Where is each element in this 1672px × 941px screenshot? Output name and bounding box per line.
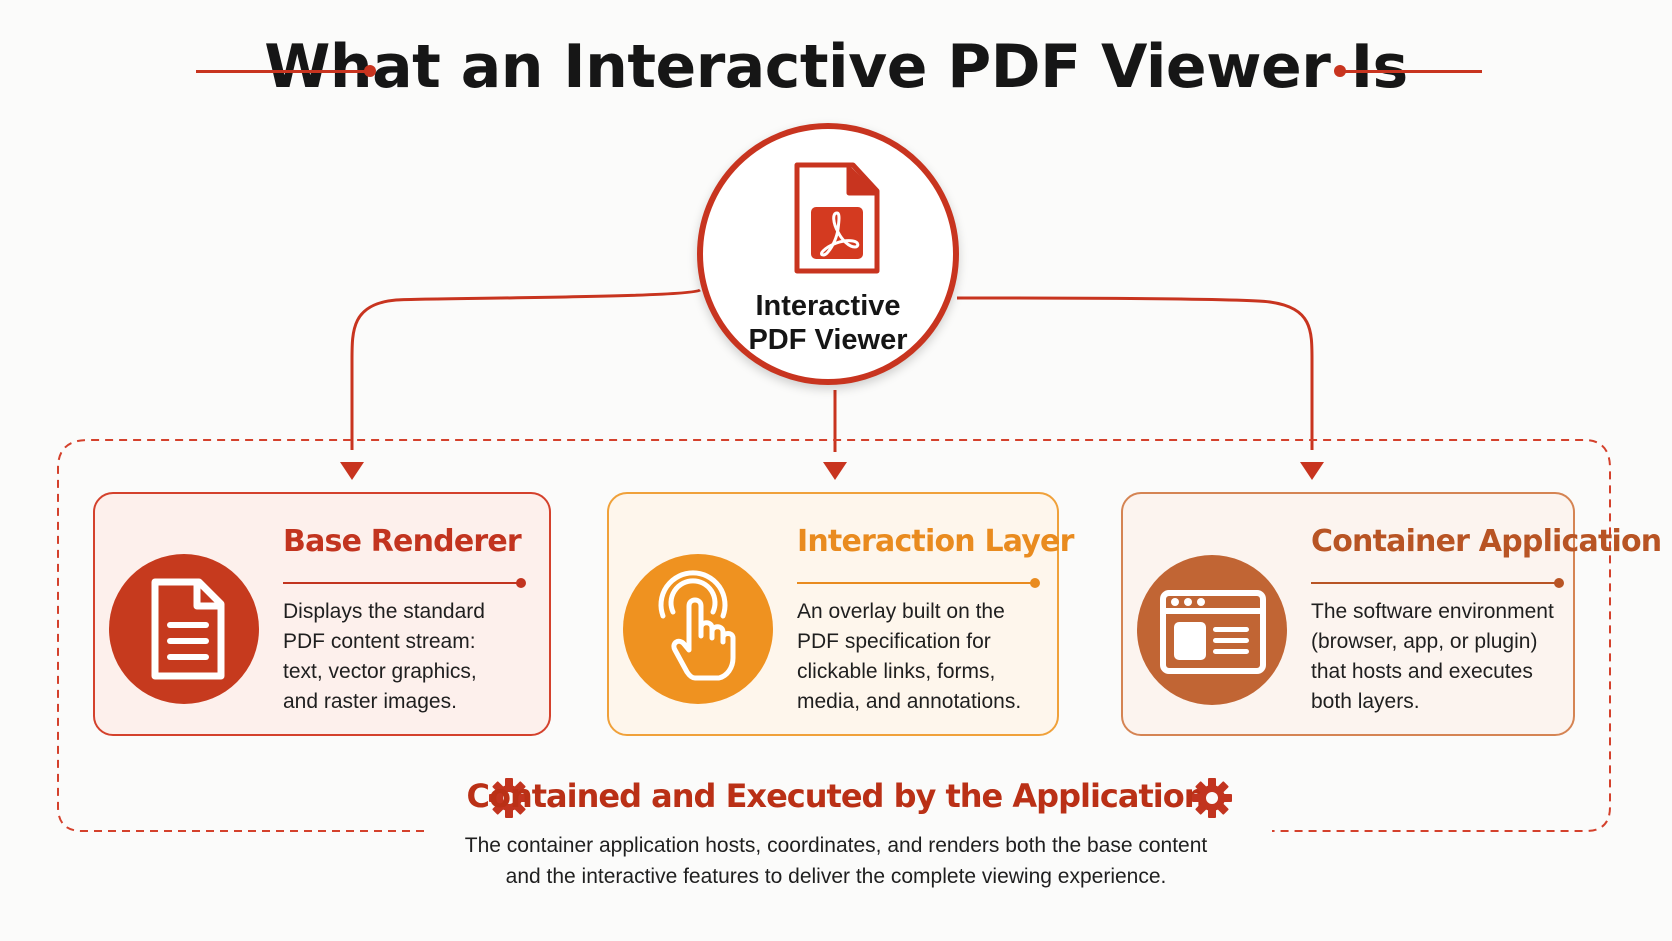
footer-description: The container application hosts, coordin…: [0, 830, 1672, 892]
title-rule-left: [196, 70, 368, 73]
card-rule: [1311, 578, 1564, 588]
tap-hand-icon: [658, 570, 736, 681]
title-rule-dot-right: [1334, 65, 1346, 77]
arrowhead-center: [823, 462, 847, 480]
footer-title: Contained and Executed by the Applicatio…: [466, 777, 1207, 815]
card-text-line: PDF content stream:: [283, 630, 476, 653]
container-dashed-border: [57, 439, 1611, 832]
card-text-line: An overlay built on the: [797, 600, 1005, 623]
card-rule: [797, 578, 1040, 588]
gear-icon: [489, 778, 529, 818]
gear-icon: [1192, 778, 1232, 818]
browser-window-icon-badge: [1137, 555, 1287, 705]
footer-text-line2: and the interactive features to deliver …: [505, 865, 1167, 888]
document-icon-badge: [109, 554, 259, 704]
connector-left: [350, 288, 701, 450]
card-interaction-layer: Interaction Layer An overlay built on th…: [607, 492, 1074, 736]
card-text-line: The software environment: [1311, 600, 1554, 623]
card-description: Displays the standard PDF content stream…: [283, 597, 545, 717]
arrowhead-left: [340, 462, 364, 480]
page-title: What an Interactive PDF Viewer Is: [264, 32, 1408, 102]
hub-label-line1: Interactive: [755, 290, 901, 322]
card-text-line: clickable links, forms,: [797, 660, 996, 683]
browser-window-icon: [1160, 590, 1266, 674]
document-icon: [151, 578, 225, 680]
card-base-renderer: Base Renderer Displays the standard PDF …: [93, 492, 551, 736]
card-title: Container Application: [1311, 524, 1662, 559]
card-container-application: Container Application The software envir…: [1121, 492, 1662, 736]
pdf-file-icon: [794, 162, 880, 274]
tap-hand-icon-badge: [623, 554, 773, 704]
hub-label-line2: PDF Viewer: [748, 324, 908, 356]
card-text-line: and raster images.: [283, 690, 457, 713]
hub-circle: Interactive PDF Viewer: [697, 123, 959, 385]
connector-right: [956, 296, 1314, 450]
card-title: Base Renderer: [283, 524, 522, 559]
hub-label: Interactive PDF Viewer: [703, 289, 953, 357]
footer-text-line1: The container application hosts, coordin…: [464, 834, 1208, 857]
card-title: Interaction Layer: [797, 524, 1074, 559]
card-text-line: (browser, app, or plugin): [1311, 630, 1538, 653]
title-rule-right: [1340, 70, 1482, 73]
title-rule-dot-left: [364, 65, 376, 77]
card-text-line: both layers.: [1311, 690, 1420, 713]
card-text-line: that hosts and executes: [1311, 660, 1533, 683]
card-rule: [283, 578, 526, 588]
card-text-line: Displays the standard: [283, 600, 485, 623]
card-description: An overlay built on the PDF specificatio…: [797, 597, 1059, 717]
card-text-line: media, and annotations.: [797, 690, 1022, 713]
card-text-line: text, vector graphics,: [283, 660, 477, 683]
arrowhead-right: [1300, 462, 1324, 480]
card-text-line: PDF specification for: [797, 630, 991, 653]
card-description: The software environment (browser, app, …: [1311, 597, 1573, 717]
